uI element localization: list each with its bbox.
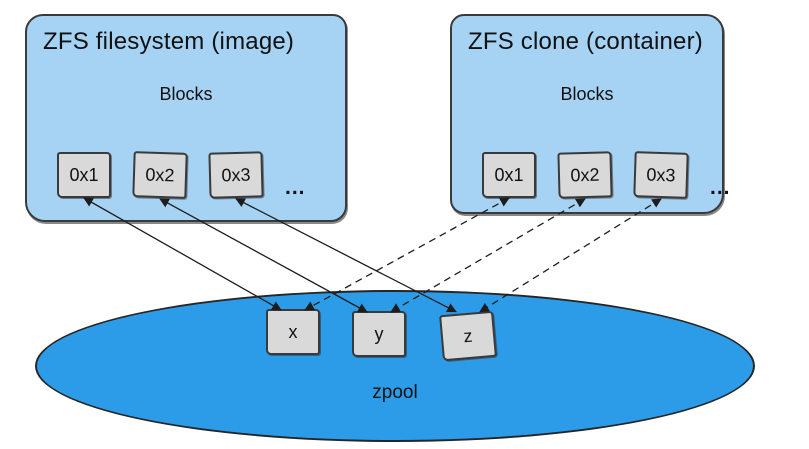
clone-block-0x3: 0x3 bbox=[633, 151, 689, 199]
clone-block-row: 0x1 0x2 0x3 ... bbox=[482, 151, 731, 199]
fs-block-0x3: 0x3 bbox=[208, 151, 264, 199]
clone-block-0x2: 0x2 bbox=[557, 151, 613, 199]
fs-ellipsis: ... bbox=[285, 176, 306, 199]
filesystem-blocks-label: Blocks bbox=[159, 84, 213, 104]
filesystem-block-row: 0x1 0x2 0x3 ... bbox=[57, 151, 306, 199]
filesystem-panel-title: ZFS filesystem (image) bbox=[43, 28, 295, 55]
fs-block-0x1: 0x1 bbox=[57, 152, 111, 198]
fs-block-0x2: 0x2 bbox=[132, 151, 188, 199]
clone-ellipsis: ... bbox=[710, 176, 731, 199]
clone-panel-title: ZFS clone (container) bbox=[468, 28, 703, 55]
filesystem-panel: ZFS filesystem (image) Blocks 0x1 0x2 0x… bbox=[25, 14, 347, 222]
clone-block-0x1: 0x1 bbox=[482, 152, 536, 198]
pool-block-z: z bbox=[439, 310, 497, 362]
pool-block-x: x bbox=[266, 309, 320, 355]
clone-panel: ZFS clone (container) Blocks 0x1 0x2 0x3… bbox=[450, 14, 730, 214]
pool-block-y: y bbox=[352, 311, 406, 357]
clone-blocks-label: Blocks bbox=[560, 84, 614, 104]
zpool-label: zpool bbox=[372, 382, 418, 403]
